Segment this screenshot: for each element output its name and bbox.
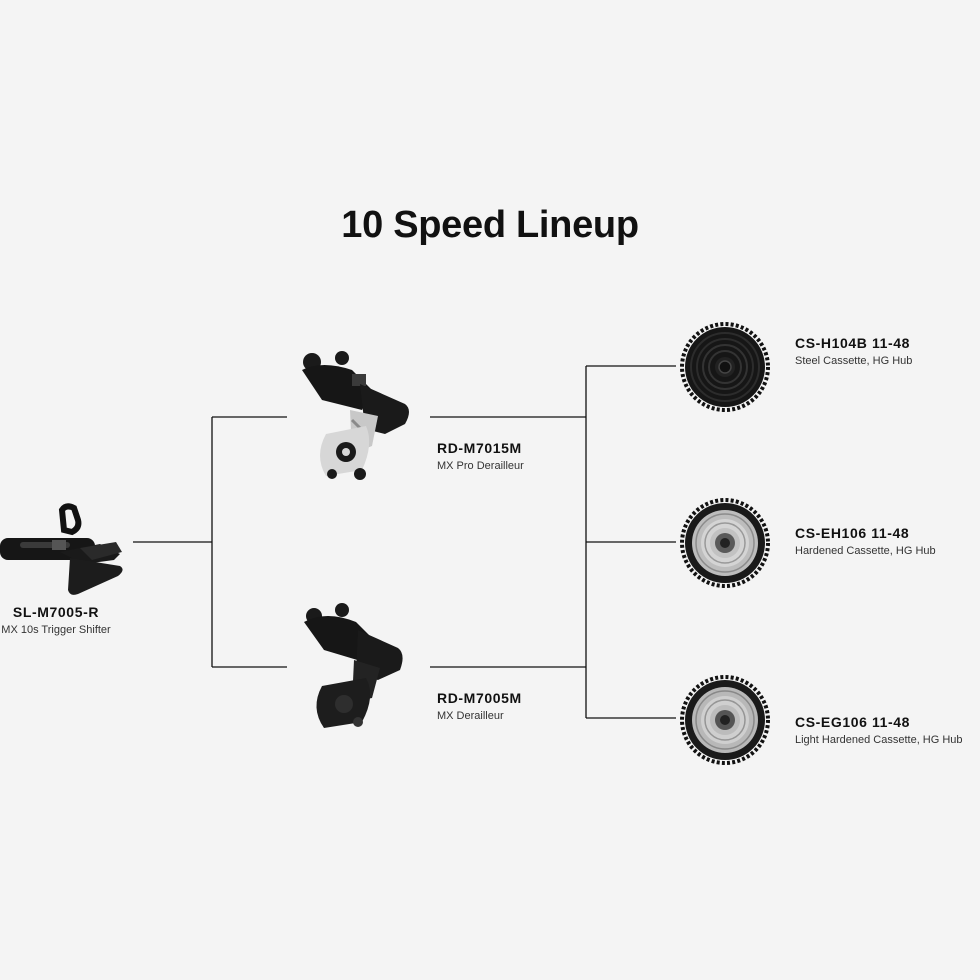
cassette-3-label: CS-EG106 11-48 Light Hardened Cassette, …	[795, 714, 963, 746]
silver-cassette-icon	[680, 498, 770, 588]
shifter-model: SL-M7005-R	[12, 604, 100, 620]
derailleur-pro-desc: MX Pro Derailleur	[437, 460, 524, 472]
derailleur-pro-model: RD-M7015M	[437, 440, 522, 456]
page-title: 10 Speed Lineup	[341, 204, 639, 246]
cassette-2-label: CS-EH106 11-48 Hardened Cassette, HG Hub	[795, 525, 936, 557]
derailleur-label: RD-M7005M MX Derailleur	[437, 690, 522, 722]
shifter-desc: MX 10s Trigger Shifter	[1, 624, 111, 636]
derailleur-model: RD-M7005M	[437, 690, 522, 706]
rear-derailleur-icon	[304, 603, 403, 728]
silver-cassette-icon	[680, 675, 770, 765]
derailleur-pro-label: RD-M7015M MX Pro Derailleur	[437, 440, 524, 472]
cassette-3-model: CS-EG106 11-48	[795, 714, 911, 730]
cassette-1-desc: Steel Cassette, HG Hub	[795, 355, 913, 367]
rear-derailleur-pro-icon	[302, 351, 409, 480]
derailleur-desc: MX Derailleur	[437, 710, 504, 722]
cassette-2-desc: Hardened Cassette, HG Hub	[795, 545, 936, 557]
cassette-1-model: CS-H104B 11-48	[795, 335, 911, 351]
cassette-2-model: CS-EH106 11-48	[795, 525, 910, 541]
trigger-shifter-icon	[0, 503, 123, 595]
cassette-3-desc: Light Hardened Cassette, HG Hub	[795, 734, 963, 746]
shifter-label: SL-M7005-R MX 10s Trigger Shifter	[0, 604, 112, 636]
black-cassette-icon	[680, 322, 770, 412]
cassette-1-label: CS-H104B 11-48 Steel Cassette, HG Hub	[795, 335, 912, 367]
